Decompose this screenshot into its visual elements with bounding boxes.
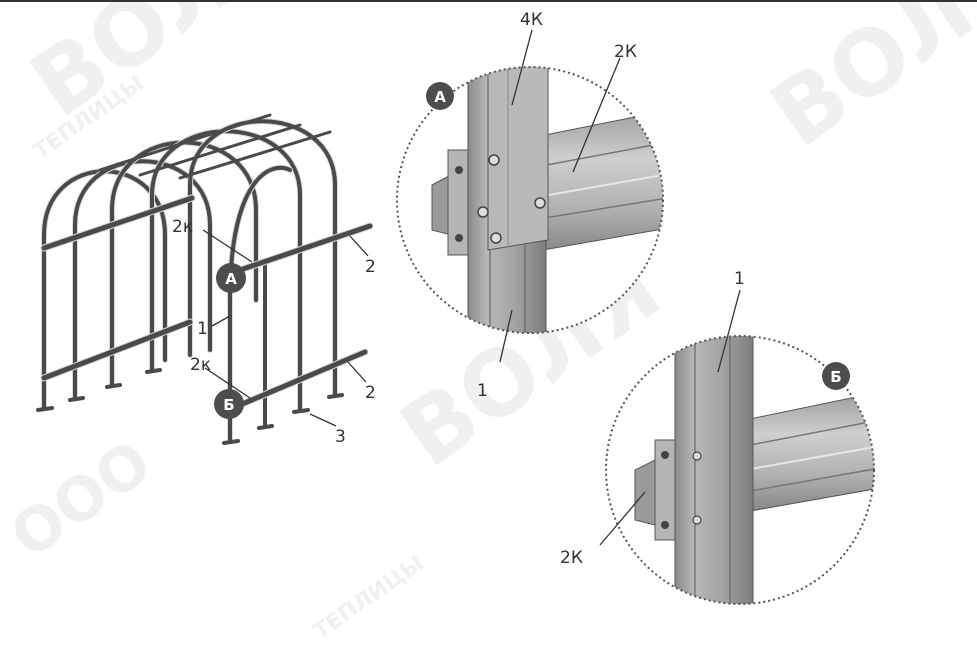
purlin-lower-left bbox=[40, 318, 194, 382]
label-1: 1 bbox=[197, 319, 208, 339]
label-3: 3 bbox=[335, 427, 346, 447]
detail-a-callouts bbox=[499, 29, 621, 363]
ridge-purlin bbox=[98, 113, 272, 172]
arch-post-1 bbox=[674, 336, 754, 604]
label-1-detail-b: 1 bbox=[734, 269, 745, 289]
purlin-lower-right bbox=[236, 348, 369, 409]
label-2-lower: 2 bbox=[365, 383, 376, 403]
ridge-purlin bbox=[138, 123, 302, 177]
ridge-purlin bbox=[178, 130, 332, 180]
badge-b-frame: Б bbox=[214, 389, 244, 419]
frame-callouts bbox=[202, 229, 369, 427]
purlin-upper-left bbox=[40, 194, 196, 252]
badge-a-detail: А bbox=[426, 82, 454, 110]
svg-text:А: А bbox=[434, 88, 446, 106]
label-2k-detail-a: 2К bbox=[614, 42, 637, 62]
detail-b-labels: 1 2К bbox=[560, 269, 745, 568]
svg-text:Б: Б bbox=[830, 368, 841, 386]
label-2k-detail-b: 2К bbox=[560, 548, 583, 568]
detail-b-callouts bbox=[599, 289, 741, 546]
connector-4k bbox=[487, 67, 549, 251]
detail-a-outline bbox=[396, 66, 664, 334]
label-1-detail-a: 1 bbox=[477, 381, 488, 401]
watermark-prefix: ООО bbox=[0, 427, 164, 572]
purlin-upper-right bbox=[236, 222, 374, 274]
badge-b-detail: Б bbox=[822, 362, 850, 390]
detail-a-labels: 4К 2К 1 bbox=[477, 10, 637, 401]
watermark-sub: ТЕПЛИЦЫ bbox=[309, 551, 428, 645]
badge-a-frame: А bbox=[216, 263, 246, 293]
frame-labels: 2к 2к 1 2 2 3 bbox=[172, 217, 376, 447]
greenhouse-frame bbox=[36, 113, 374, 445]
foot-plates bbox=[36, 368, 344, 445]
watermark-brand: ВОЛЯ bbox=[752, 0, 977, 168]
svg-text:Б: Б bbox=[223, 396, 234, 414]
arch bbox=[187, 118, 338, 398]
label-2k-upper: 2к bbox=[172, 217, 193, 237]
label-2k-lower: 2к bbox=[190, 355, 211, 375]
arch bbox=[72, 158, 213, 401]
svg-text:А: А bbox=[225, 270, 237, 288]
label-2-upper: 2 bbox=[365, 257, 376, 277]
detail-a bbox=[396, 66, 664, 334]
label-4k: 4К bbox=[520, 10, 543, 30]
detail-b-outline bbox=[605, 335, 875, 605]
detail-b bbox=[605, 335, 875, 605]
